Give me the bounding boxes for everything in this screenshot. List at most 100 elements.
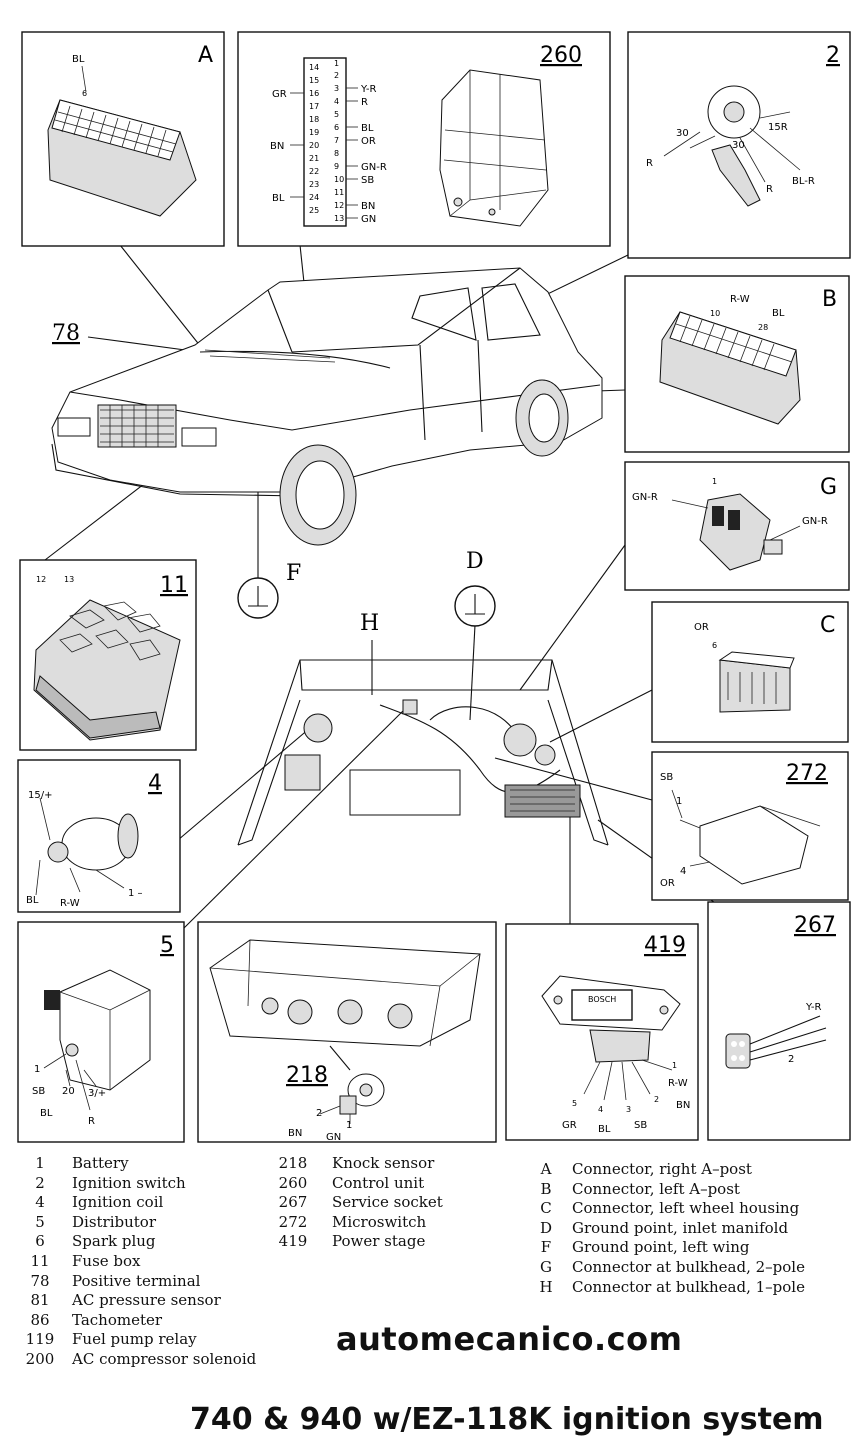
pin-6: 6 [334, 123, 339, 132]
fuse-box-11: 11 12 13 [19, 559, 197, 751]
legend-text: Ground point, inlet manifold [572, 1218, 789, 1237]
legend-num: 4 [35, 1193, 45, 1212]
legend-num: 119 [25, 1330, 55, 1349]
connector-box-B: B R-W BL 10 28 [624, 275, 850, 453]
legend-num: 5 [35, 1212, 45, 1231]
connector-box-C: C OR 6 [651, 601, 849, 743]
box-label-C: C [820, 613, 835, 638]
dist-label-BL: BL [40, 1108, 53, 1119]
pin-18: 18 [309, 115, 319, 124]
socket-label-Y-R: Y-R [805, 1002, 822, 1013]
box-number-267: 267 [794, 913, 836, 938]
box-number-4: 4 [148, 771, 162, 796]
sensor-label-BN: BN [288, 1128, 302, 1139]
connector-box-G: G GN-R GN-R 1 [624, 461, 850, 591]
box-label-B: B [822, 287, 837, 312]
legend-row: 260 Control unit [272, 1174, 443, 1194]
legend-text: Positive terminal [72, 1271, 201, 1290]
wire-label-10: SB [361, 175, 374, 186]
engine-bay-illustration [237, 659, 609, 846]
pin-22: 22 [309, 167, 319, 176]
connector-box-A: A BL 6 [21, 31, 225, 247]
pin-28: 28 [758, 323, 768, 332]
wire-label-4: R [361, 97, 368, 108]
pin-7: 7 [334, 136, 339, 145]
power-pin-1: 1 [672, 1061, 677, 1070]
legend-text: Fuse box [72, 1251, 141, 1270]
wire-label-7: OR [361, 136, 376, 147]
box-label-A: A [198, 43, 213, 68]
box-number-260: 260 [540, 43, 582, 68]
legend-num: B [540, 1179, 552, 1198]
legend-num: 86 [30, 1310, 50, 1329]
pin-10: 10 [334, 175, 344, 184]
pin-24: 24 [309, 193, 319, 202]
switch-label-1: 1 [676, 796, 682, 807]
pin-10: 10 [710, 309, 720, 318]
pin-15: 15 [309, 76, 319, 85]
sensor-label-2: 2 [316, 1108, 322, 1119]
pin-number: 6 [82, 89, 87, 98]
sensor-label-GN: GN [326, 1132, 341, 1143]
box-number-272: 272 [786, 761, 828, 786]
pin-13: 13 [64, 575, 74, 584]
switch-label-R-a: R [646, 158, 653, 169]
pin-19: 19 [309, 128, 319, 137]
pin-17: 17 [309, 102, 319, 111]
wire-label-24: BL [272, 193, 285, 204]
legend-text: Knock sensor [332, 1154, 435, 1172]
power-pin-2: 2 [654, 1095, 659, 1104]
legend-num: H [539, 1277, 553, 1296]
wire-label: BL [72, 54, 85, 65]
wire-label-3: Y-R [360, 84, 377, 95]
legend-num: 218 [278, 1154, 308, 1172]
legend-num: C [540, 1199, 552, 1218]
box-number-5: 5 [160, 933, 174, 958]
box-number-218: 218 [286, 1063, 328, 1088]
switch-label-4: 4 [680, 866, 686, 877]
switch-label-15R: 15R [768, 122, 788, 133]
power-pin-3: 3 [626, 1105, 631, 1114]
legend-text: Ground point, left wing [572, 1238, 750, 1257]
page-title: 740 & 940 w/EZ-118K ignition system [190, 1402, 824, 1437]
pin-8: 8 [334, 149, 339, 158]
power-wire-SB: SB [634, 1120, 647, 1131]
coil-label-BL: BL [26, 895, 39, 906]
pin-9: 9 [334, 162, 339, 171]
pin-1: 1 [334, 59, 339, 68]
legend-text: AC compressor solenoid [72, 1349, 257, 1368]
callout-F: F [286, 561, 301, 586]
dist-label-3: 3/+ [88, 1088, 106, 1099]
legend-text: Battery [72, 1154, 129, 1172]
legend-text: Connector, left A–post [572, 1179, 740, 1198]
switch-label-30a: 30 [676, 128, 689, 139]
car-illustration [51, 267, 603, 546]
legend-num: 419 [278, 1232, 308, 1251]
ignition-switch-box-2: 2 30 15R R 30 R BL-R [627, 31, 851, 259]
legend-text: Control unit [332, 1173, 425, 1192]
box-number-2: 2 [826, 43, 840, 68]
legend-num: 2 [35, 1173, 45, 1192]
ignition-coil-box-4: 4 15/+ BL R-W 1 – [17, 759, 181, 913]
wire-label-GN-R-a: GN-R [632, 492, 658, 503]
wire-label-GN-R-b: GN-R [802, 516, 828, 527]
legend-text: Spark plug [72, 1232, 156, 1251]
socket-label-2: 2 [788, 1054, 794, 1065]
legend-text: Connector at bulkhead, 2–pole [572, 1257, 805, 1276]
pin-14: 14 [309, 63, 319, 72]
switch-label-R-b: R [766, 184, 773, 195]
wire-label-6: BL [361, 123, 374, 134]
knock-sensor-box-218: 218 2 1 BN GN [197, 921, 497, 1143]
callout-D: D [466, 549, 484, 574]
pin-23: 23 [309, 180, 319, 189]
legend-num: 260 [278, 1173, 308, 1192]
legend-text: Service socket [332, 1193, 443, 1212]
